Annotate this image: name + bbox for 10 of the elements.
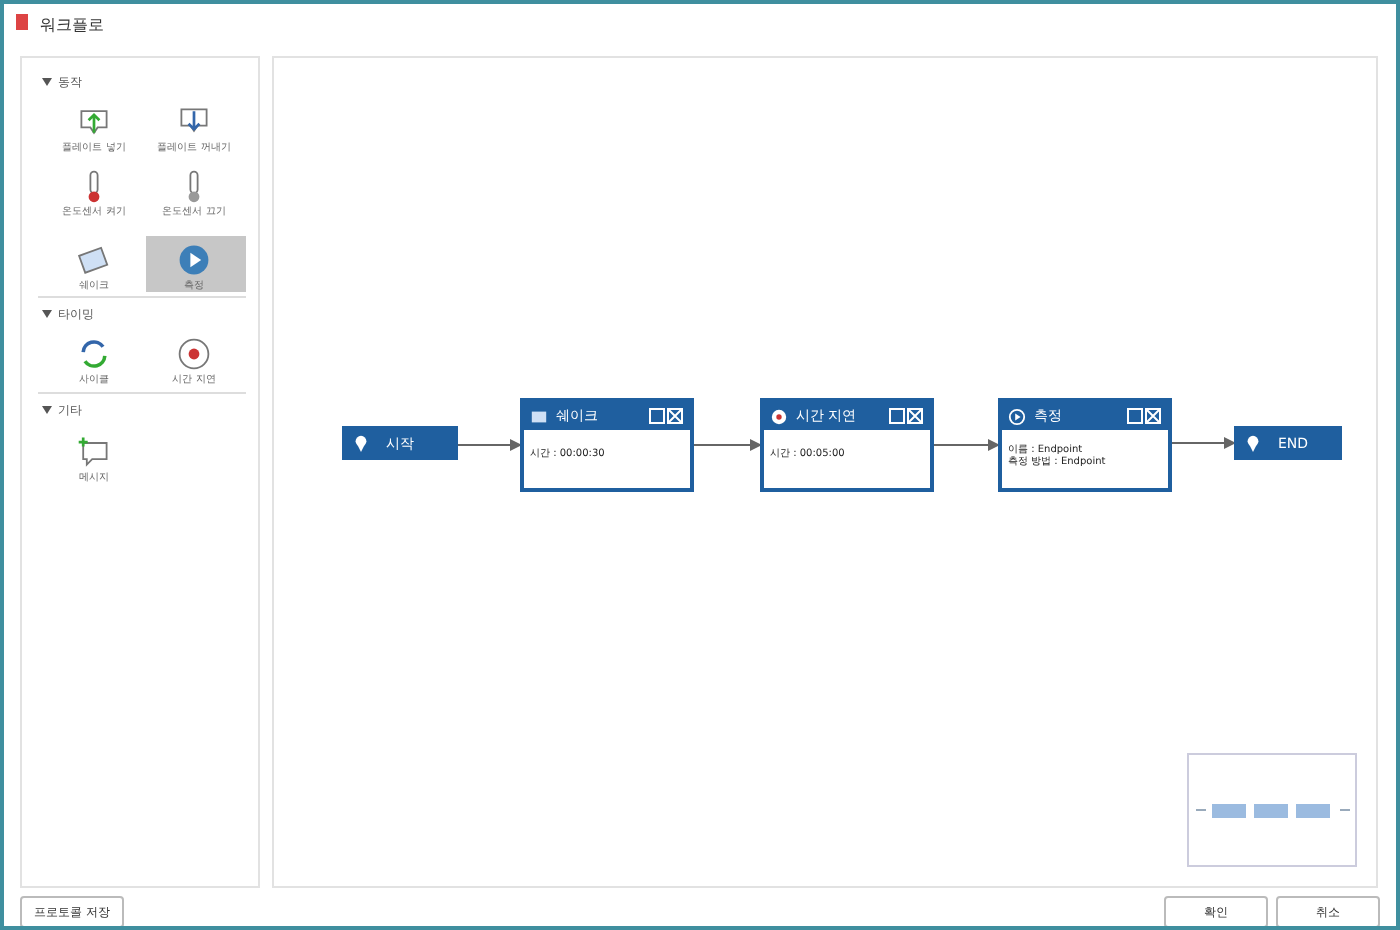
arrow — [457, 439, 522, 451]
step-card — [998, 398, 1172, 492]
step-card — [520, 398, 694, 492]
window-title: 워크플로 — [40, 14, 104, 36]
arrow — [693, 439, 762, 451]
terminal-node — [342, 426, 458, 460]
step-card — [760, 398, 934, 492]
arrow — [933, 439, 1000, 451]
terminal-node — [1234, 426, 1342, 460]
arrow — [1171, 437, 1236, 449]
